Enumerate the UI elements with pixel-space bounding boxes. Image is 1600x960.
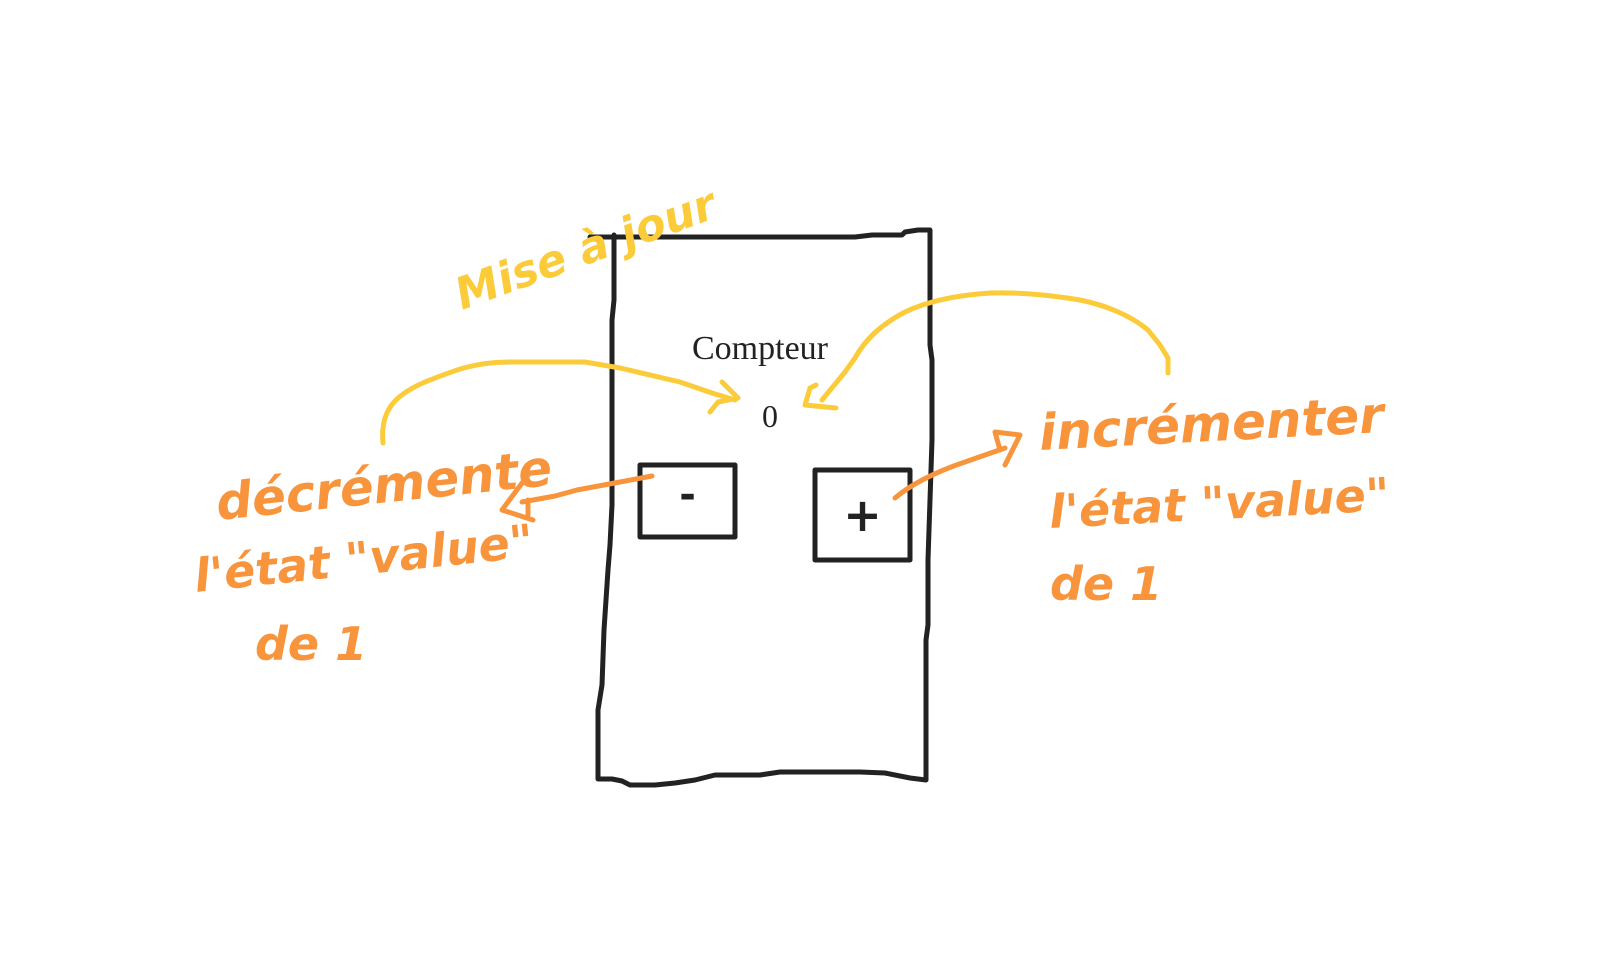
- decrement-annotation-line-3: de 1: [255, 617, 367, 671]
- update-arrow-right-head: [802, 382, 839, 411]
- decrement-annotation: décrémente l'état "value" de 1: [192, 439, 555, 671]
- counter-value: 0: [762, 398, 778, 434]
- increment-button-frame: [812, 467, 913, 563]
- increment-annotation-line-2: l'état "value": [1048, 467, 1391, 539]
- decrement-button[interactable]: -: [679, 472, 696, 518]
- counter-title: Compteur: [692, 330, 828, 367]
- decrement-arrow: [519, 473, 655, 505]
- decrement-arrow-head: [499, 472, 536, 523]
- update-annotation: Mise à jour: [448, 178, 725, 320]
- update-arrow-right: [819, 290, 1171, 403]
- update-arrow-left: [380, 359, 738, 446]
- increment-button[interactable]: +: [843, 488, 882, 542]
- increment-annotation: incrémenter l'état "value" de 1: [1038, 386, 1391, 611]
- update-arrow-left-head: [707, 379, 741, 415]
- increment-arrow-head: [992, 429, 1023, 468]
- increment-arrow: [892, 445, 1008, 501]
- counter-frame: [587, 227, 935, 788]
- increment-annotation-line-1: incrémenter: [1038, 386, 1389, 462]
- increment-annotation-line-3: de 1: [1050, 557, 1162, 611]
- decrement-button-frame: [637, 462, 738, 540]
